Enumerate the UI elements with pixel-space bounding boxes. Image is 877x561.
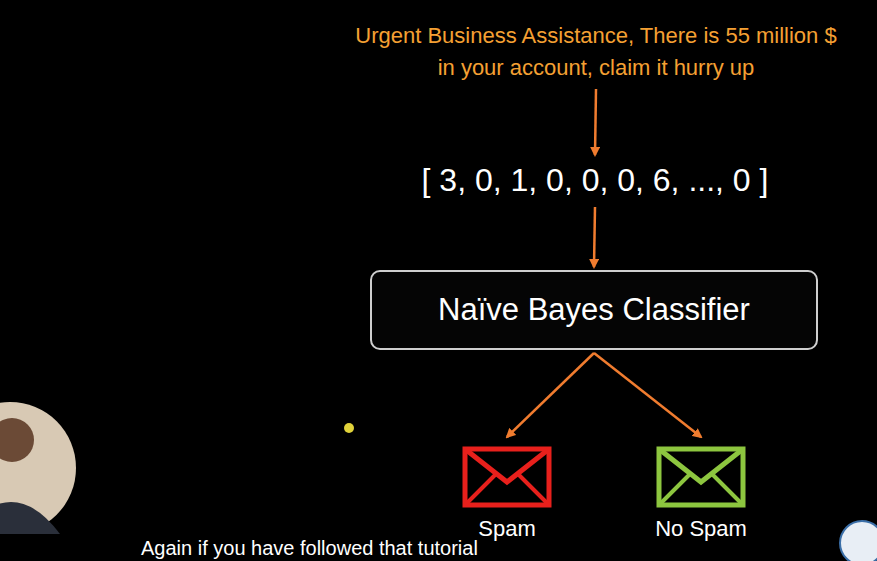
envelope-flap (659, 449, 743, 482)
nospam-output: No Spam (637, 440, 765, 544)
envelope-icon (462, 446, 552, 508)
feature-vector: [ 3, 0, 1, 0, 0, 0, 6, ..., 0 ] (381, 158, 809, 204)
logo-circle (840, 521, 877, 561)
subtitle-text: Again if you have followed that tutorial (137, 537, 482, 559)
message-text: Urgent Business Assistance, There is 55 … (347, 20, 845, 84)
envelope-fold (465, 474, 549, 505)
presenter-head (0, 418, 34, 462)
message-text: Urgent Business Assistance, There is 55 … (347, 20, 845, 86)
spam-output: Spam (448, 440, 566, 544)
cursor-dot (344, 423, 354, 433)
feature-vector: [ 3, 0, 1, 0, 0, 0, 6, ..., 0 ] (381, 158, 809, 202)
envelope-body (659, 449, 743, 505)
presenter-body (0, 502, 60, 534)
envelope-body (465, 449, 549, 505)
flow-arrow (507, 353, 594, 437)
flow-arrow (595, 89, 596, 155)
process-box: Naïve Bayes Classifier (370, 270, 818, 350)
flow-arrow (594, 207, 595, 267)
envelope-flap (465, 449, 549, 482)
webcam-circle (0, 402, 76, 534)
output-label: No Spam (637, 516, 765, 542)
envelope-icon (656, 446, 746, 508)
channel-logo (840, 521, 877, 561)
webcam-overlay (0, 402, 76, 534)
envelope-fold (659, 474, 743, 505)
box-title: Naïve Bayes Classifier (438, 290, 750, 330)
flow-arrow (594, 353, 701, 437)
